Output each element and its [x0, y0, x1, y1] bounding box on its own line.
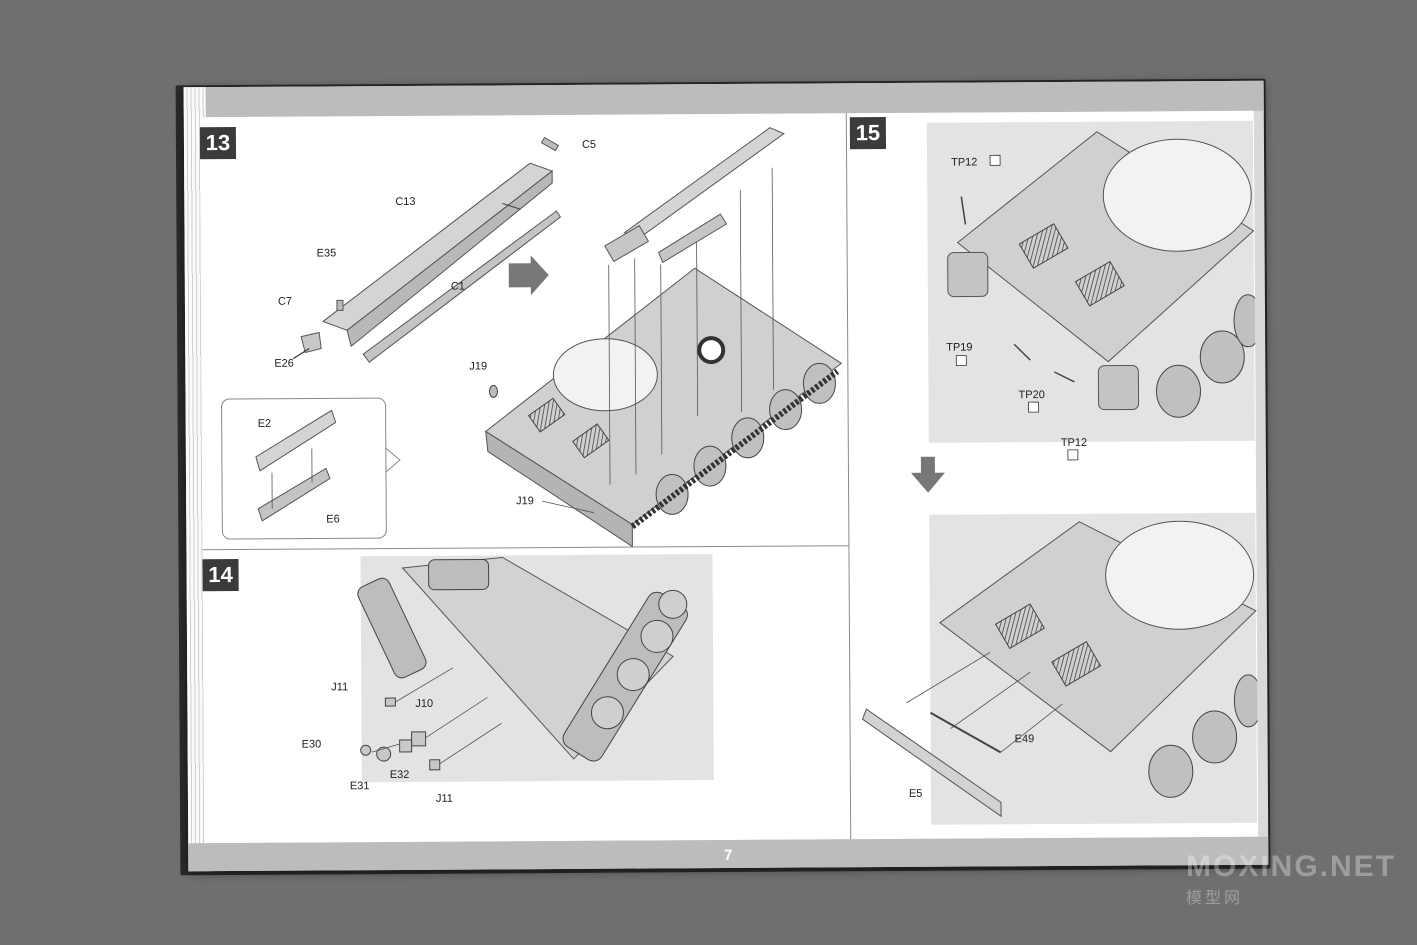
step-arrow-right — [508, 255, 549, 296]
page-number: 7 — [724, 846, 733, 865]
part-e30 — [360, 744, 372, 756]
instruction-booklet: 13 C5 C13 E35 C1 C7 E26 — [183, 80, 1269, 872]
part-e26 — [292, 348, 310, 360]
part-j19-top — [488, 384, 498, 398]
detail-inset-box — [221, 397, 387, 540]
part-c7 — [300, 331, 322, 354]
part-j11-bottom — [429, 759, 441, 771]
watermark-site: MOXING.NET — [1186, 850, 1397, 883]
label-e2: E2 — [258, 418, 272, 430]
label-j11-bottom: J11 — [436, 793, 453, 805]
assembly-guide-lines — [608, 167, 774, 485]
part-e32 — [399, 739, 413, 753]
part-e6 — [257, 467, 331, 522]
grille-bottom-right — [1051, 640, 1102, 687]
label-j10: J10 — [415, 698, 433, 710]
label-e49: E49 — [1015, 733, 1035, 745]
step-14-small-parts — [360, 697, 441, 771]
part-e31 — [376, 746, 392, 762]
label-c1: C1 — [451, 281, 465, 293]
fender-assembled — [623, 127, 785, 240]
step-14-guide-lines — [371, 667, 502, 765]
label-e35: E35 — [317, 247, 337, 259]
label-tp12-top: TP12 — [951, 156, 977, 168]
label-tp20: TP20 — [1018, 389, 1044, 401]
part-e5-rear-plate — [861, 708, 1002, 818]
fender-c1 — [362, 210, 562, 363]
turret-ring-top — [1102, 138, 1252, 252]
label-c13: C13 — [395, 196, 415, 208]
label-e6: E6 — [326, 513, 340, 525]
photo-etch-icon — [989, 154, 1001, 166]
photo-etch-icon — [1028, 401, 1040, 413]
engine-grille-right — [572, 423, 610, 459]
label-j19-bottom: J19 — [516, 495, 534, 507]
step-arrow-down — [910, 456, 945, 493]
part-e35 — [336, 299, 344, 311]
exhaust-left-top — [947, 251, 989, 298]
grille-bottom-left — [994, 603, 1045, 650]
stowage-box — [604, 225, 650, 263]
label-c5: C5 — [582, 139, 596, 151]
part-j11-top — [384, 697, 396, 707]
photo-etch-icons — [955, 154, 1079, 461]
grille-top-left — [1018, 223, 1069, 269]
label-tp19: TP19 — [946, 341, 972, 353]
photo-etch-icon — [1067, 449, 1079, 461]
stowage-lid — [658, 213, 728, 264]
turret-ring — [552, 338, 658, 412]
photo-etch-icon — [955, 355, 967, 366]
label-e5: E5 — [909, 788, 923, 800]
label-tp12-bottom: TP12 — [1061, 437, 1087, 449]
underside-road-wheels — [590, 589, 688, 730]
part-c5 — [540, 136, 560, 152]
label-c7: C7 — [278, 296, 292, 308]
watermark-cn: 模型网 — [1186, 890, 1244, 907]
part-e2 — [255, 409, 337, 472]
road-wheels-top — [1155, 294, 1259, 418]
engine-grille-left — [527, 397, 566, 433]
hull-insignia — [697, 336, 726, 365]
tank-track — [630, 368, 840, 529]
turret-ring-bottom — [1105, 520, 1255, 630]
step-14-illustration: J11 J10 E30 E31 E32 J11 — [302, 554, 714, 805]
grille-top-right — [1074, 260, 1125, 307]
label-e26: E26 — [274, 358, 294, 370]
step-15-illustration: TP12 TP19 TP20 TP12 — [861, 120, 1259, 825]
label-e30: E30 — [302, 738, 322, 750]
step-15-guide-lines — [906, 652, 1063, 753]
part-e49-rod — [929, 711, 1002, 754]
instruction-page: 13 C5 C13 E35 C1 C7 E26 — [199, 110, 1259, 844]
label-e31: E31 — [350, 780, 370, 792]
track-run-left — [357, 558, 490, 679]
step-13-illustration: C5 C13 E35 C1 C7 E26 — [221, 127, 843, 548]
exhaust-right-top — [1097, 365, 1140, 411]
part-j10 — [411, 731, 427, 747]
label-e32: E32 — [390, 769, 410, 781]
label-j19-top: J19 — [469, 360, 487, 372]
label-j11-top: J11 — [331, 681, 348, 693]
road-wheels-bottom — [1148, 674, 1259, 798]
